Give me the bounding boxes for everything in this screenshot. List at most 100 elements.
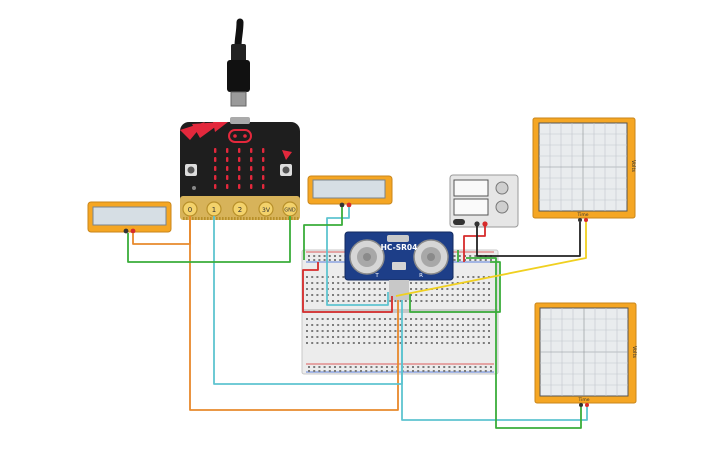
breadboard-hole (446, 288, 449, 290)
breadboard-hole (448, 366, 451, 368)
breadboard-hole (482, 342, 485, 344)
multimeter-center[interactable] (307, 175, 393, 208)
voltage-knob-icon[interactable] (495, 181, 509, 195)
wire-green[interactable] (466, 257, 582, 429)
breadboard-hole (472, 300, 475, 302)
led (250, 157, 253, 162)
led (262, 175, 265, 180)
breadboard-hole (410, 318, 412, 320)
edge-tooth (276, 217, 278, 220)
breadboard-hole (308, 255, 310, 257)
scope-terminal[interactable] (578, 218, 582, 222)
wire-red[interactable] (302, 262, 393, 313)
wire-cyan[interactable] (401, 340, 588, 421)
pin-3v[interactable] (258, 201, 274, 217)
probe-terminal[interactable] (339, 202, 345, 208)
pin-label: 1 (212, 206, 216, 214)
led (214, 157, 217, 162)
wire-black[interactable] (476, 222, 581, 257)
breadboard-hole (363, 336, 366, 338)
breadboard-hole (373, 288, 376, 290)
wire-red[interactable] (463, 226, 486, 262)
breadboard-hole (321, 342, 324, 344)
edge-tooth (183, 217, 185, 220)
usb-cable-icon[interactable] (227, 18, 250, 107)
led (214, 166, 217, 171)
breadboard-hole (456, 294, 459, 296)
breadboard-hole (332, 342, 334, 344)
pin-label: 3V (262, 207, 271, 214)
breadboard-hole (328, 366, 331, 368)
edge-tooth (234, 217, 236, 220)
wire-green[interactable] (127, 216, 291, 263)
led (262, 166, 265, 171)
wire-green[interactable] (303, 207, 343, 260)
positive-terminal[interactable] (482, 221, 488, 227)
breadboard-hole (410, 300, 412, 302)
breadboard-hole (326, 330, 329, 332)
breadboard-hole (443, 366, 446, 368)
wire-yellow[interactable] (395, 222, 587, 297)
probe-terminal[interactable] (346, 202, 352, 208)
oscilloscope-bottom[interactable]: Volts Time (534, 302, 637, 407)
breadboard-hole (399, 300, 402, 302)
power-supply[interactable] (449, 174, 519, 228)
breadboard-hole (394, 318, 397, 320)
scope-terminal[interactable] (585, 403, 589, 407)
breadboard-hole (306, 282, 308, 284)
breadboard-hole (332, 276, 334, 278)
breadboard-hole (394, 324, 397, 326)
microbit-board[interactable]: 0 1 2 3V GND (180, 117, 300, 220)
breadboard-hole (479, 366, 482, 368)
button-b[interactable] (280, 164, 292, 176)
breadboard-hole (430, 342, 433, 344)
wire-green[interactable] (409, 261, 501, 313)
current-knob-icon[interactable] (495, 200, 509, 214)
multimeter-left[interactable] (87, 201, 172, 234)
scope-terminal[interactable] (579, 403, 583, 407)
breadboard-hole (477, 342, 480, 344)
breadboard-hole (462, 330, 464, 332)
led (238, 175, 241, 180)
breadboard-hole (373, 330, 376, 332)
breadboard-hole (425, 342, 428, 344)
breadboard-hole (378, 324, 381, 326)
wire-cyan[interactable] (326, 207, 389, 306)
edge-tooth (216, 217, 218, 220)
breadboard-hole (316, 330, 319, 332)
breadboard-hole (488, 288, 490, 290)
breadboard-hole (334, 370, 336, 372)
breadboard-hole (477, 288, 480, 290)
breadboard-hole (332, 330, 334, 332)
power-switch-icon[interactable] (453, 219, 465, 225)
breadboard-hole (342, 282, 345, 284)
breadboard-hole (373, 294, 376, 296)
breadboard-hole (363, 282, 366, 284)
negative-terminal[interactable] (474, 221, 480, 227)
scope-volts-label: Volts (630, 160, 636, 172)
scope-terminal[interactable] (584, 218, 588, 222)
breadboard-hole (474, 366, 477, 368)
probe-terminal[interactable] (130, 228, 136, 234)
breadboard-hole (323, 366, 326, 368)
breadboard-hole (347, 330, 350, 332)
breadboard-hole (404, 318, 407, 320)
button-a[interactable] (185, 164, 197, 176)
breadboard-hole (316, 276, 319, 278)
breadboard-hole (311, 276, 314, 278)
edge-tooth (252, 217, 254, 220)
wire-orange[interactable] (189, 216, 399, 411)
breadboard-hole (321, 300, 324, 302)
breadboard-hole (484, 259, 487, 261)
oscilloscope-top[interactable]: Volts Time (532, 117, 636, 222)
pin-2[interactable] (232, 201, 248, 217)
breadboard-hole (469, 259, 472, 261)
probe-terminal[interactable] (123, 228, 129, 234)
edge-tooth (267, 217, 269, 220)
ultrasonic-sensor[interactable]: HC-SR04 T R (344, 231, 454, 300)
breadboard-hole (456, 300, 459, 302)
sensor-pin-label-r: R (419, 273, 423, 279)
edge-tooth (258, 217, 260, 220)
scope-time-label: Time (577, 397, 589, 403)
